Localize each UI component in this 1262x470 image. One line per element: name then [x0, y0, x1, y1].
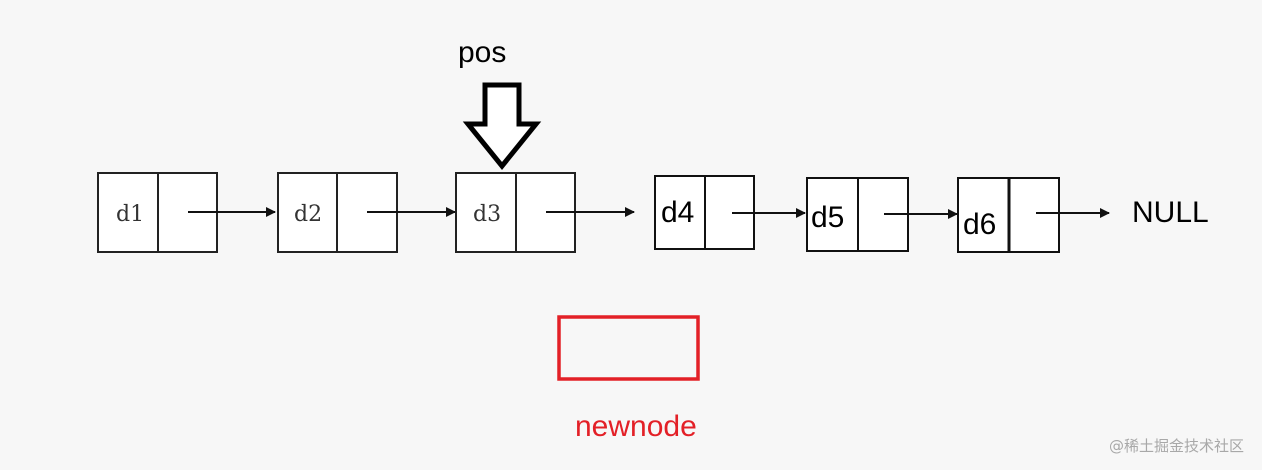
node-data-cell [806, 177, 859, 252]
node-data-cell [277, 172, 338, 253]
node-data-cell [957, 177, 1010, 253]
node-next-cell [1008, 177, 1060, 253]
node-label: d2 [294, 202, 322, 227]
node-label: d4 [661, 196, 694, 229]
node-label: d1 [116, 202, 144, 227]
list-node-d1: d1 [97, 172, 218, 253]
list-node-d6: d6 [957, 177, 1060, 253]
pos-label: pos [458, 36, 506, 69]
list-node-d2: d2 [277, 172, 398, 253]
node-label: d6 [963, 208, 996, 241]
new-node-box [557, 315, 700, 381]
new-node-label: newnode [575, 410, 697, 443]
node-data-cell [97, 172, 159, 253]
pos-down-arrow-icon [462, 82, 542, 170]
null-terminator: NULL [1132, 196, 1209, 229]
node-data-cell [654, 175, 706, 250]
node-label: d3 [473, 202, 501, 227]
node-label: d5 [811, 201, 844, 234]
watermark: @稀土掘金技术社区 [1108, 437, 1244, 455]
